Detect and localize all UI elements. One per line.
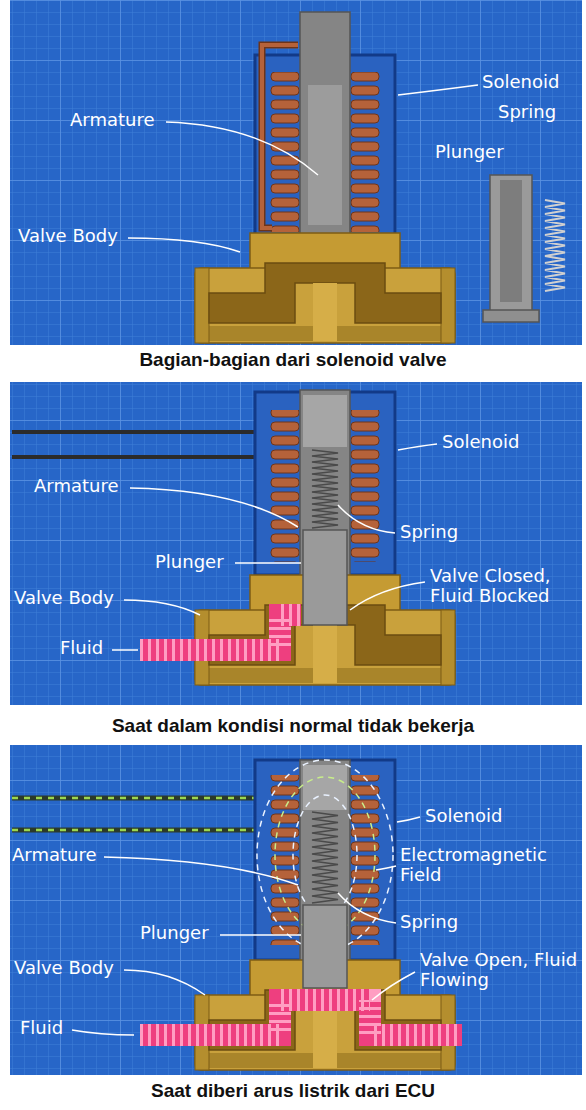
wire [12, 829, 272, 832]
part-label: Spring [400, 912, 458, 932]
caption-text: Saat diberi arus listrik dari ECU [151, 1081, 435, 1102]
closed-panel [10, 382, 582, 705]
plunger [303, 905, 347, 988]
spring [312, 812, 338, 903]
part-label: Spring [498, 102, 556, 122]
spring [312, 812, 338, 903]
armature-tube [303, 395, 347, 447]
leader-line [128, 85, 478, 252]
part-label: Armature [34, 476, 119, 496]
plunger [303, 530, 347, 625]
wire [12, 798, 285, 805]
plunger-part [490, 175, 532, 312]
plunger [303, 530, 347, 625]
solenoid-coil [350, 72, 380, 232]
plunger-part [483, 310, 539, 322]
part-label: Plunger [435, 142, 504, 162]
leader-line [166, 122, 318, 175]
part-label: Armature [70, 110, 155, 130]
part-label: Solenoid [442, 432, 519, 452]
fluid [140, 1000, 462, 1035]
leader-line [112, 444, 437, 650]
leader-line [376, 866, 396, 870]
closed-panel [10, 382, 582, 705]
open-panel [10, 745, 582, 1075]
armature-tube [308, 85, 342, 225]
leader-line [128, 238, 240, 252]
wire [12, 798, 285, 805]
spring-part [545, 200, 565, 291]
part-label: Valve Body [18, 226, 118, 246]
part-label: Electromagnetic Field [400, 845, 576, 885]
part-label: Solenoid [482, 72, 559, 92]
part-label: Valve Open, Fluid Flowing [420, 950, 580, 990]
caption-text: Saat dalam kondisi normal tidak bekerja [112, 716, 474, 737]
leader-line [397, 817, 420, 822]
fluid [140, 1000, 462, 1035]
parts-panel [10, 0, 582, 345]
spring [312, 450, 338, 528]
leader-line [130, 488, 298, 527]
fluid [140, 1000, 462, 1035]
leader-line [104, 857, 298, 885]
plunger [303, 905, 347, 988]
part-label: Spring [400, 522, 458, 542]
fluid [140, 615, 301, 650]
leader-line [112, 649, 138, 651]
leader-line [338, 505, 395, 533]
leader-line [338, 893, 396, 923]
leader-line [398, 85, 478, 95]
leader-line [398, 444, 437, 450]
leader-line [72, 817, 420, 1035]
armature-tube [300, 12, 350, 247]
open-panel [10, 745, 582, 1075]
leader-line [372, 972, 415, 1000]
part-label: Fluid [60, 638, 103, 658]
leader-line [220, 934, 301, 936]
part-label: Plunger [140, 923, 209, 943]
leader-line [235, 562, 301, 564]
part-label: Valve Body [14, 958, 114, 978]
closed-panel [10, 382, 582, 705]
part-label: Solenoid [425, 806, 502, 826]
wire [12, 455, 272, 459]
open-panel [10, 745, 582, 1075]
plunger-part [500, 180, 522, 302]
parts-panel [10, 0, 582, 345]
leader-line [124, 600, 200, 615]
leader-line [72, 1030, 134, 1035]
solenoid-coil [270, 410, 300, 562]
fluid [140, 615, 301, 650]
leader-line [124, 970, 205, 995]
plunger-part [483, 175, 539, 322]
armature-tube [300, 12, 350, 247]
part-label: Valve Closed, Fluid Blocked [430, 566, 580, 606]
caption-text: Bagian-bagian dari solenoid valve [139, 350, 446, 371]
wire [12, 828, 272, 833]
solenoid-coil [262, 45, 298, 228]
wire [12, 432, 285, 457]
spring-part [545, 200, 565, 291]
wire [12, 798, 285, 830]
part-label: Plunger [155, 552, 224, 572]
electromagnetic-field [293, 795, 357, 915]
spring [312, 450, 338, 528]
part-label: Valve Body [14, 588, 114, 608]
parts-panel [10, 0, 582, 345]
leader-line [350, 582, 425, 610]
part-label: Fluid [20, 1018, 63, 1038]
part-label: Armature [12, 845, 97, 865]
solenoid-coil [350, 410, 380, 562]
fluid [140, 615, 301, 650]
solenoid-coil [262, 45, 298, 228]
wire [12, 432, 285, 440]
